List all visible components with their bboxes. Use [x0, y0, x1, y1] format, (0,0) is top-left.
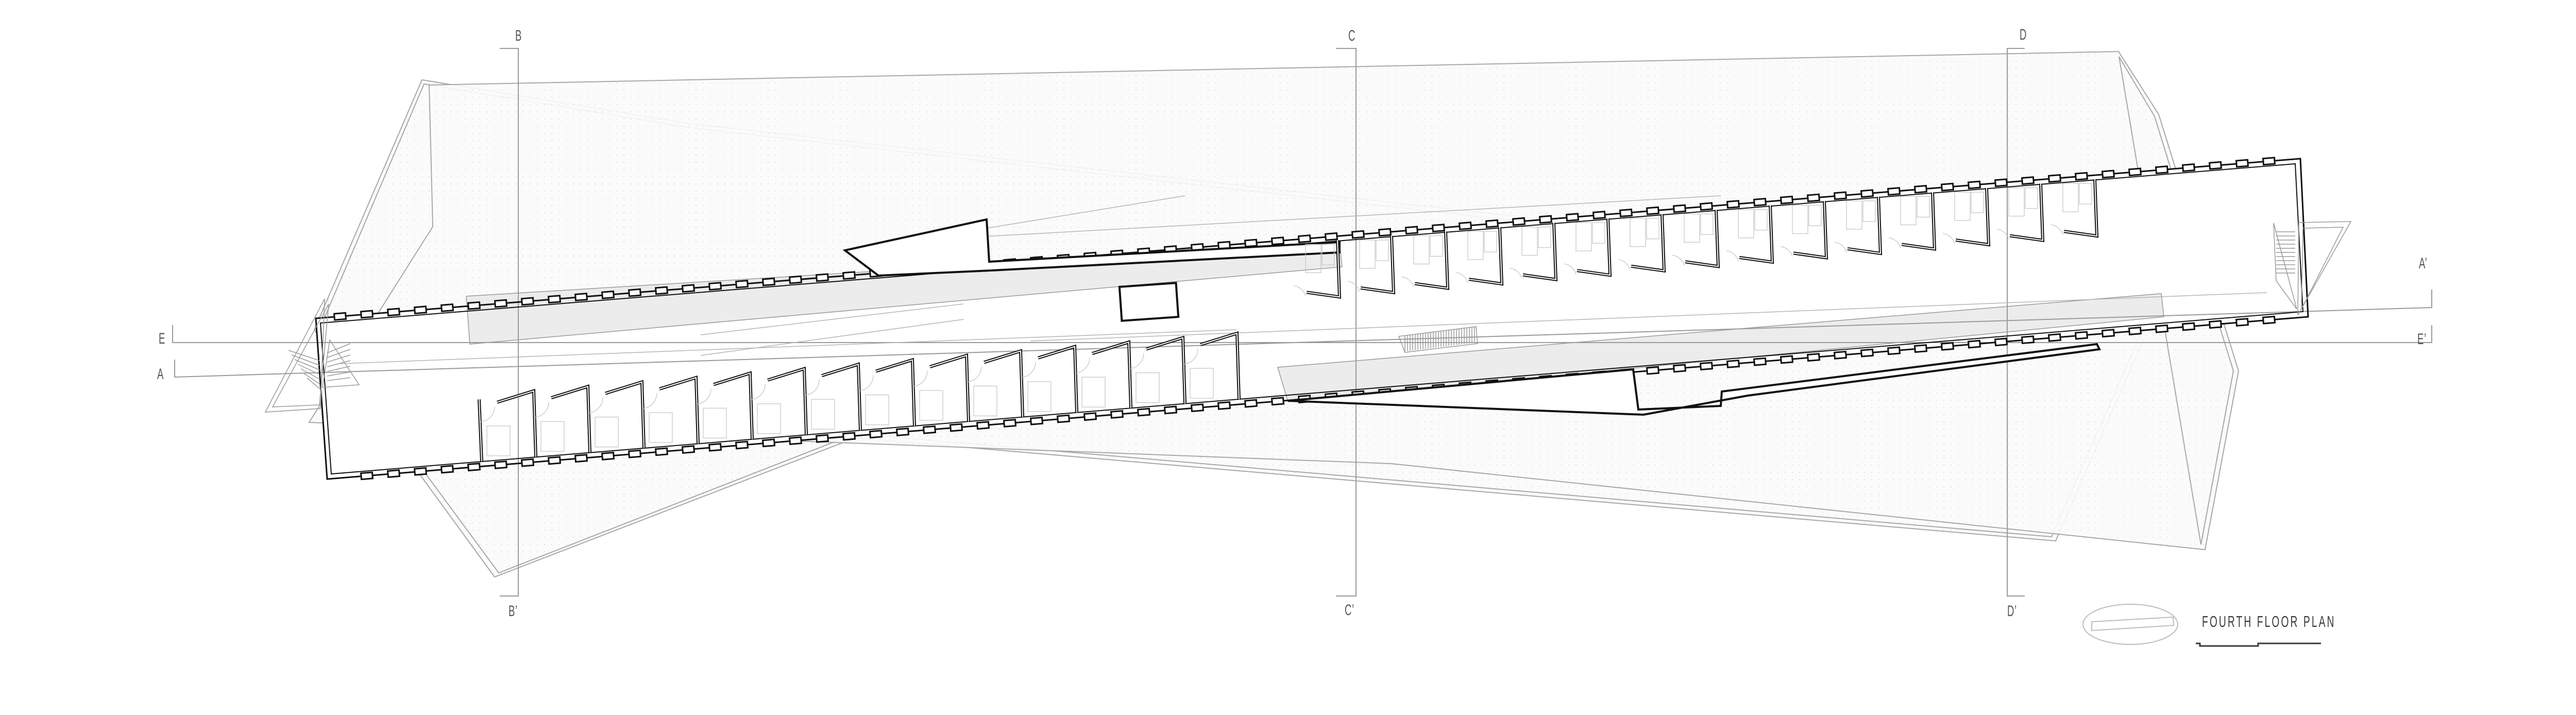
- room-unit: [1455, 227, 1504, 286]
- room-unit: [1888, 192, 1937, 251]
- lower-room-row: [478, 331, 1241, 462]
- room-unit: [858, 358, 916, 426]
- room-unit: [1618, 214, 1666, 273]
- room-unit: [1021, 344, 1078, 413]
- room-unit: [534, 384, 591, 453]
- room-unit: [1075, 340, 1132, 408]
- room-unit: [750, 366, 808, 435]
- room-unit: [1996, 183, 2045, 243]
- right-stair: [2273, 221, 2352, 316]
- room-unit: [480, 388, 537, 457]
- key-plan-ellipse: [2082, 604, 2178, 645]
- lower-corridor: [1277, 293, 2164, 402]
- section-label-c-prime: C’: [1345, 602, 1354, 619]
- room-unit: [588, 380, 646, 448]
- room-unit: [1510, 223, 1558, 282]
- section-line-a: [174, 290, 2432, 378]
- title-underline: [2196, 642, 2321, 647]
- section-line-b: [500, 48, 519, 597]
- room-unit: [2050, 179, 2099, 238]
- drawing-title: FOURTH FLOOR PLAN: [2202, 612, 2336, 631]
- room-unit: [804, 362, 862, 431]
- section-line-c: [1336, 48, 1357, 597]
- room-unit: [1401, 231, 1450, 290]
- building-envelope-outer: [315, 158, 2309, 480]
- section-label-c: C: [1348, 27, 1356, 44]
- room-unit: [1293, 240, 1342, 299]
- room-unit: [1564, 218, 1612, 277]
- room-unit: [1129, 335, 1187, 404]
- section-label-d-prime: D’: [2007, 603, 2017, 620]
- room-unit: [696, 371, 754, 439]
- room-unit: [1183, 331, 1241, 400]
- shaft-box: [1118, 282, 1180, 322]
- lower-notch: [1287, 343, 2102, 416]
- room-unit: [912, 353, 970, 422]
- key-plan: [2082, 604, 2178, 645]
- section-line-d: [2007, 48, 2025, 597]
- core-elements: [842, 218, 2102, 416]
- room-unit: [1780, 201, 1828, 260]
- room-unit: [478, 399, 483, 462]
- left-stair: [264, 298, 360, 413]
- key-plan-building: [2091, 616, 2175, 632]
- exterior-walls: [315, 158, 2309, 480]
- room-unit: [1672, 210, 1720, 268]
- room-unit: [1834, 196, 1883, 256]
- section-label-b-prime: B’: [509, 603, 518, 620]
- section-label-a: A: [157, 366, 164, 383]
- corridors: [466, 243, 2164, 402]
- section-lines: [172, 48, 2432, 597]
- upper-notch: [842, 218, 1341, 277]
- room-unit: [1726, 205, 1774, 264]
- room-unit: [1942, 188, 1991, 247]
- building-floor: [316, 159, 2308, 479]
- section-label-e-prime: E’: [2417, 331, 2427, 348]
- section-label-e: E: [159, 330, 166, 347]
- section-label-d: D: [2020, 26, 2027, 43]
- room-unit: [642, 375, 700, 444]
- section-label-a-prime: A’: [2419, 255, 2428, 272]
- section-label-b: B: [515, 27, 522, 44]
- upper-room-row: [1293, 179, 2099, 299]
- center-stair: [1398, 326, 1478, 353]
- room-unit: [967, 349, 1024, 417]
- room-unit: [1347, 235, 1396, 295]
